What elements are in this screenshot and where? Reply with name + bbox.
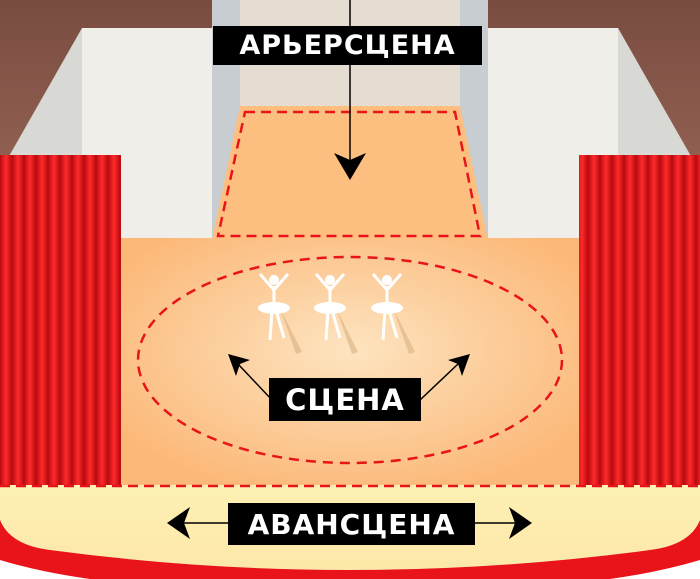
- proscenium-label: АВАНСЦЕНА: [228, 503, 475, 545]
- left-curtain: [0, 155, 121, 485]
- dancers: [258, 273, 415, 354]
- apron-white-bottom: [0, 560, 700, 579]
- apron-red-edge: [0, 520, 700, 579]
- backstage-dashed-outline: [216, 110, 482, 238]
- backstage-label: АРЬЕРСЦЕНА: [213, 26, 482, 65]
- proscenium-arrows: [167, 507, 532, 539]
- dancer: [258, 273, 302, 354]
- dancer: [371, 273, 415, 354]
- stage-dashed-ellipse: [136, 255, 564, 465]
- main-stage-floor: [118, 238, 582, 488]
- dancer: [314, 273, 358, 354]
- right-curtain: [579, 155, 700, 485]
- stage-label: СЦЕНА: [269, 378, 421, 421]
- stage-arrows: [228, 354, 470, 401]
